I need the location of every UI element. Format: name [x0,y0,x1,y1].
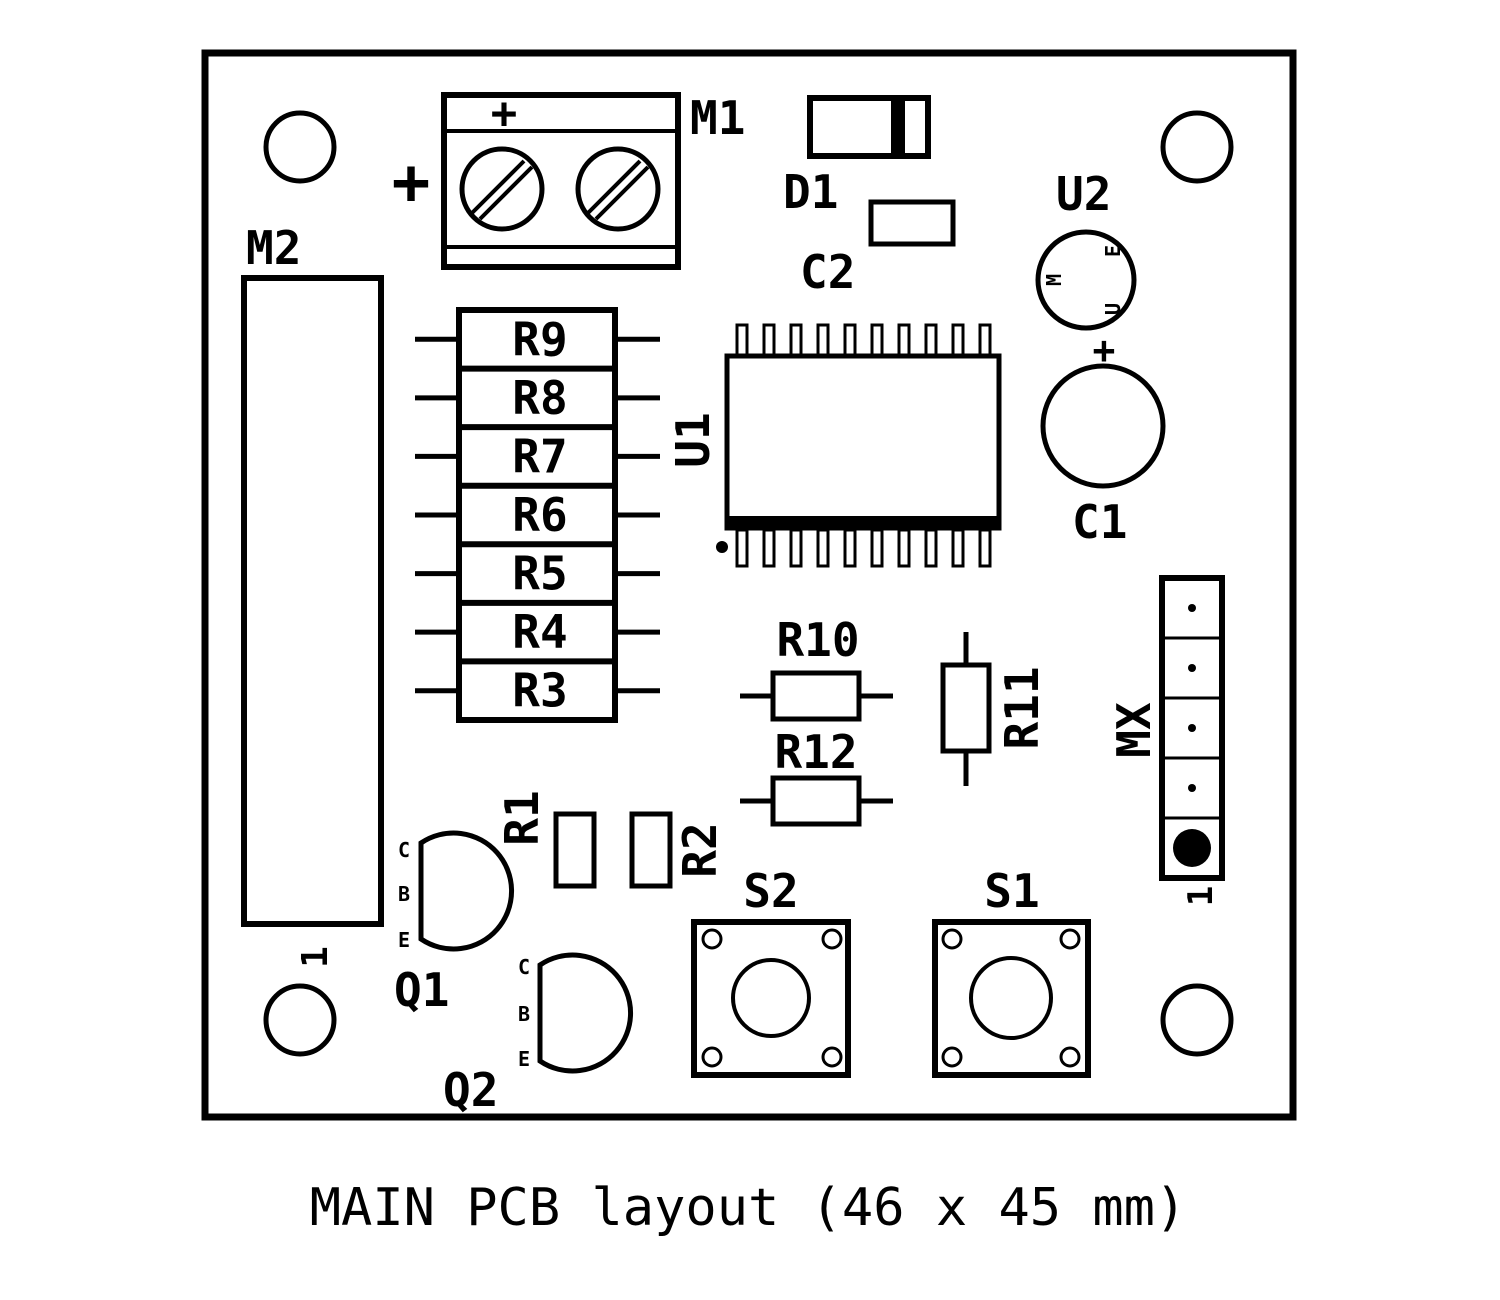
label-s2: S2 [743,864,798,918]
mounting-hole [263,983,337,1057]
ic-pin [843,323,857,358]
board-outline [201,49,1297,1121]
label-u2: U2 [1056,167,1111,221]
q2-pin-label: B [518,1002,530,1026]
screw-terminal [459,146,545,232]
label-r2: R2 [673,822,727,877]
label-r11: R11 [995,666,1049,749]
u2-pin-label: E [1101,245,1125,257]
label-c1: C1 [1072,495,1127,549]
ic-pin [816,323,830,358]
label-q2: Q2 [443,1063,498,1117]
header-pin-pad [1188,784,1196,792]
c1-plus-mark: + [1093,328,1116,372]
header-pin1-pad [1173,829,1211,867]
header-pin-pad [1188,724,1196,732]
resistor-array-label: R6 [512,488,567,542]
q1-pin-label: C [398,838,410,862]
ic-pin [762,528,776,568]
label-mx: MX [1107,702,1161,758]
m1-plus-mark: + [491,88,518,139]
ic-pin [870,528,884,568]
ic-pin [897,323,911,358]
label-q1: Q1 [394,963,449,1017]
mx-pin1-label: 1 [1181,886,1221,906]
m2-pin1-label: 1 [295,946,336,968]
ic-pin [735,528,749,568]
header-pin-pad [1188,664,1196,672]
resistor-array-label: R5 [512,547,567,601]
resistor-r2 [629,811,673,889]
label-c2: C2 [800,245,855,299]
label-m1: M1 [690,91,745,145]
ic-pin [870,323,884,358]
resistor-array-label: R9 [512,312,567,366]
ic-pin [735,323,749,358]
u2-pin-label: M [1042,274,1066,286]
diode-d1 [807,95,931,159]
q1-pin-label: E [398,928,410,952]
q2-pin-label: C [518,955,530,979]
ic-pin [924,528,938,568]
header-pin-pad [1188,604,1196,612]
ic-u1 [716,323,1002,568]
label-m2: M2 [246,221,301,275]
transistor-q1 [418,830,515,952]
label-r1: R1 [495,790,549,845]
label-s1: S1 [984,864,1039,918]
mounting-hole [263,110,337,184]
pushbutton-s1 [932,919,1091,1078]
ic-pin [762,323,776,358]
regulator-u2 [1035,229,1137,331]
ic-pin [951,323,965,358]
mounting-holes [263,110,1234,1057]
resistor-array-label: R3 [512,664,567,718]
label-u1: U1 [666,412,720,467]
ic-pin1-dot [716,541,728,553]
resistor-r10 [740,670,893,722]
resistor-array-label: R4 [512,605,567,659]
capacitor-c2 [868,199,956,247]
label-r12: R12 [774,725,857,779]
label-r10: R10 [776,613,859,667]
ic-pin [843,528,857,568]
ic-pin [924,323,938,358]
resistor-r11 [940,632,992,786]
m1-side-plus-mark: + [392,146,431,220]
label-d1: D1 [783,165,838,219]
screw-terminal [575,146,661,232]
mounting-hole [1160,983,1234,1057]
ic-pin [789,323,803,358]
u2-pin-label: U [1101,303,1125,315]
resistor-r1 [553,811,597,889]
resistor-array-label: R7 [512,429,567,483]
ic-pin [978,323,992,358]
ic-pin [789,528,803,568]
resistor-r12 [740,775,893,827]
terminal-block-m1 [441,92,681,270]
diagram-caption: MAIN PCB layout (46 x 45 mm) [310,1178,1187,1238]
ic-pin [816,528,830,568]
resistor-array-label: R8 [512,371,567,425]
pushbutton-s2 [691,919,851,1078]
transistor-q2 [537,952,634,1074]
q1-pin-label: B [398,882,410,906]
ic-pin [978,528,992,568]
pin-header-mx [1159,575,1225,881]
capacitor-c1 [1040,363,1166,489]
mounting-hole [1160,110,1234,184]
q2-pin-label: E [518,1047,530,1071]
module-m2 [241,275,384,927]
ic-pin [951,528,965,568]
ic-pin [897,528,911,568]
